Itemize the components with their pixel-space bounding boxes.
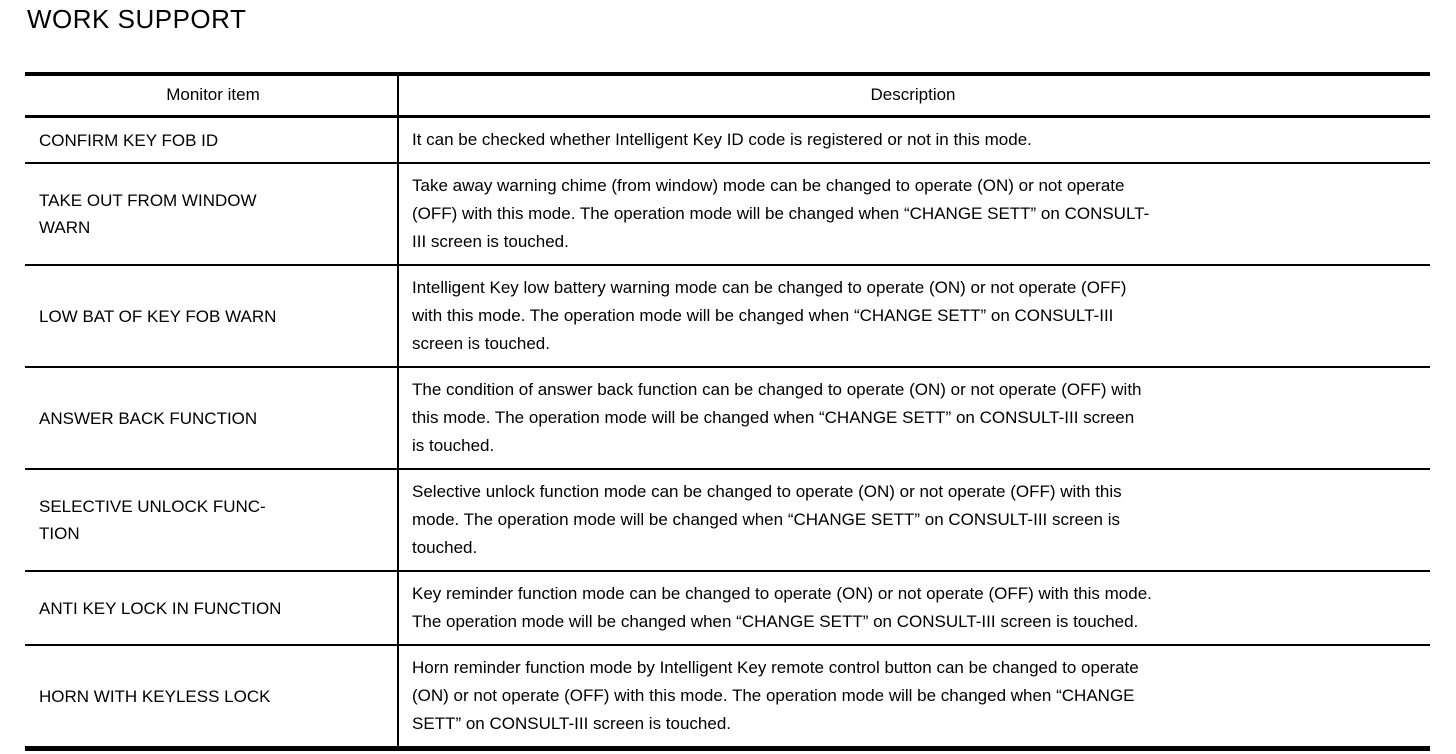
monitor-item-cell: HORN WITH KEYLESS LOCK <box>25 646 399 746</box>
work-support-table: Monitor item Description CONFIRM KEY FOB… <box>25 72 1430 751</box>
description-cell: Intelligent Key low battery warning mode… <box>412 278 1127 353</box>
description-cell: Take away warning chime (from window) mo… <box>412 176 1150 251</box>
table-row: LOW BAT OF KEY FOB WARN Intelligent Key … <box>25 266 1430 368</box>
table-row: TAKE OUT FROM WINDOW WARN Take away warn… <box>25 164 1430 266</box>
table-row: CONFIRM KEY FOB ID It can be checked whe… <box>25 118 1430 164</box>
table-body: CONFIRM KEY FOB ID It can be checked whe… <box>25 118 1430 746</box>
description-cell: Horn reminder function mode by Intellige… <box>412 658 1139 733</box>
monitor-item-cell: ANSWER BACK FUNCTION <box>25 368 399 468</box>
monitor-item-cell: ANTI KEY LOCK IN FUNCTION <box>25 572 399 644</box>
table-header-row: Monitor item Description <box>25 76 1430 118</box>
page-title: WORK SUPPORT <box>27 4 247 34</box>
description-cell: Key reminder function mode can be change… <box>412 584 1152 631</box>
description-cell: The condition of answer back function ca… <box>412 380 1142 455</box>
table-row: ANTI KEY LOCK IN FUNCTION Key reminder f… <box>25 572 1430 646</box>
description-cell: Selective unlock function mode can be ch… <box>412 482 1122 557</box>
column-header-monitor-item: Monitor item <box>25 76 399 115</box>
table-row: ANSWER BACK FUNCTION The condition of an… <box>25 368 1430 470</box>
table-row: HORN WITH KEYLESS LOCK Horn reminder fun… <box>25 646 1430 746</box>
monitor-item-cell: CONFIRM KEY FOB ID <box>25 118 399 162</box>
column-header-description: Description <box>870 85 956 104</box>
monitor-item-cell: TAKE OUT FROM WINDOW WARN <box>25 164 399 264</box>
monitor-item-cell: LOW BAT OF KEY FOB WARN <box>25 266 399 366</box>
table-row: SELECTIVE UNLOCK FUNC- TION Selective un… <box>25 470 1430 572</box>
description-cell: It can be checked whether Intelligent Ke… <box>412 130 1032 149</box>
monitor-item-cell: SELECTIVE UNLOCK FUNC- TION <box>25 470 399 570</box>
